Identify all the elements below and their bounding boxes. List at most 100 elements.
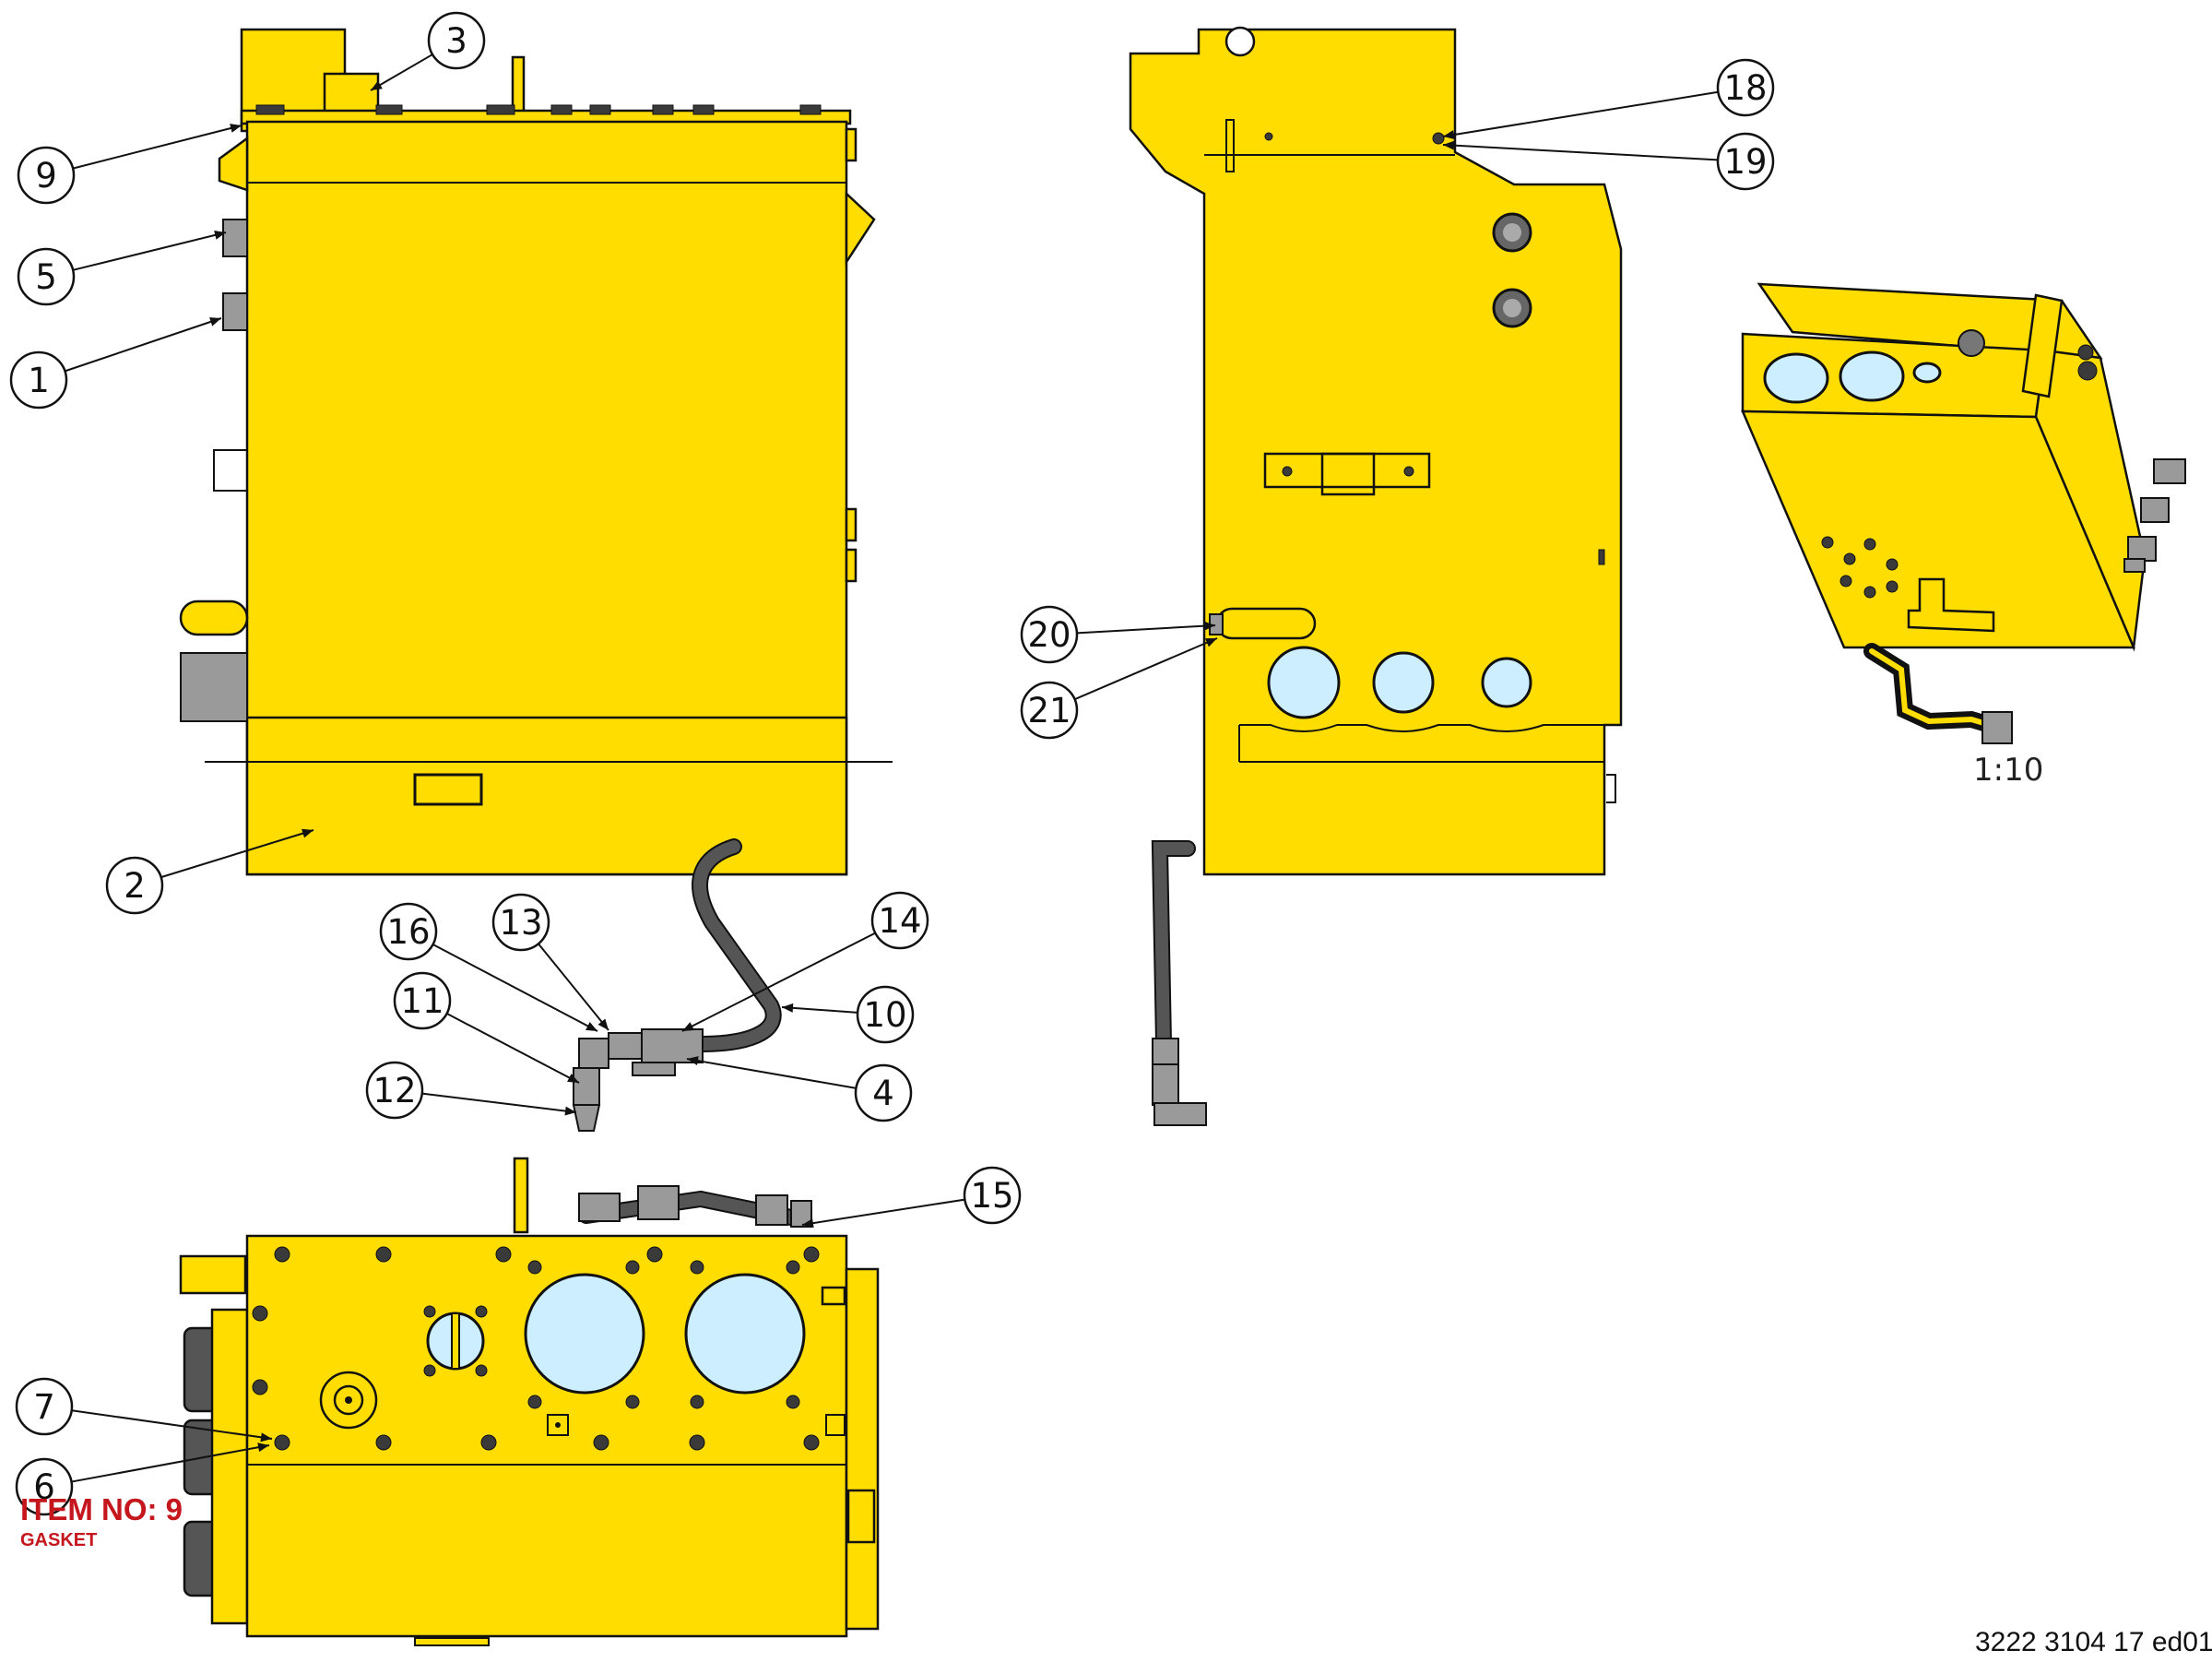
callout-1: 1 <box>9 317 222 410</box>
callout-leader <box>1442 90 1719 137</box>
callout-number: 19 <box>1723 142 1767 182</box>
callout-balloon <box>1716 132 1775 191</box>
hose-fitting-assembly <box>572 1028 704 1132</box>
callout-16: 16 <box>379 902 598 1032</box>
item-label-subtitle: GASKET <box>20 1530 97 1550</box>
callout-arrow <box>302 828 313 838</box>
callout-balloon <box>854 1063 913 1122</box>
callout-leader <box>781 1006 858 1014</box>
plate-bolts <box>252 1246 820 1451</box>
callout-leader <box>1076 624 1216 635</box>
callout-balloon <box>365 1061 424 1120</box>
callout-balloon <box>15 1457 74 1516</box>
callout-leader <box>71 1444 270 1483</box>
callout-number: 10 <box>863 995 906 1035</box>
callout-number: 11 <box>400 981 444 1021</box>
callout-number: 13 <box>499 903 542 943</box>
front-view <box>179 28 893 1132</box>
callout-balloon <box>427 11 486 70</box>
callout-balloon <box>17 247 76 306</box>
callout-number: 7 <box>33 1387 55 1427</box>
callout-number: 6 <box>33 1467 55 1507</box>
callout-4: 4 <box>686 1056 913 1122</box>
callout-leader <box>71 1409 273 1440</box>
callout-arrow <box>209 317 221 326</box>
callout-leader <box>446 1013 580 1084</box>
callout-leader <box>65 317 222 373</box>
callout-arrow <box>1203 621 1215 631</box>
callout-balloon <box>393 971 452 1030</box>
callout-14: 14 <box>681 891 929 1032</box>
callout-arrow <box>682 1022 694 1031</box>
callout-arrow <box>1443 140 1455 150</box>
callout-balloon <box>491 893 550 952</box>
callout-number: 18 <box>1723 68 1767 108</box>
callout-5: 5 <box>17 231 227 306</box>
callout-number: 15 <box>970 1176 1013 1216</box>
iso-bolts <box>1821 536 1899 599</box>
top-bolts <box>255 104 822 115</box>
callout-number: 21 <box>1027 691 1071 730</box>
callout-arrow <box>597 1018 609 1030</box>
callout-number: 14 <box>878 901 921 941</box>
callout-12: 12 <box>365 1061 577 1120</box>
callout-number: 12 <box>373 1071 416 1110</box>
callout-leader <box>801 1198 965 1226</box>
callout-number: 16 <box>386 912 430 952</box>
callout-2: 2 <box>105 828 314 915</box>
callout-leader <box>72 125 242 170</box>
callout-leader <box>160 829 314 879</box>
callout-balloon <box>17 146 76 205</box>
callout-15: 15 <box>801 1166 1022 1229</box>
callout-leader <box>686 1058 857 1089</box>
callout-leader <box>681 932 876 1032</box>
callout-leader <box>72 232 227 271</box>
side-view <box>1129 26 1623 1126</box>
callout-7: 7 <box>15 1377 273 1442</box>
callout-leader <box>370 53 433 91</box>
callout-arrow <box>230 124 242 133</box>
callout-leader <box>1074 637 1218 701</box>
callout-number: 20 <box>1027 615 1071 655</box>
callout-20: 20 <box>1020 605 1216 664</box>
bottom-view <box>179 1157 880 1646</box>
document-number: 3222 3104 17 ed010 <box>1975 1627 2212 1657</box>
scale-label: 1:10 <box>1973 752 2043 789</box>
callout-19: 19 <box>1442 132 1775 191</box>
callout-balloon <box>963 1166 1022 1225</box>
callout-balloon <box>9 350 68 410</box>
callout-balloon <box>15 1377 74 1436</box>
callout-leader <box>432 944 598 1032</box>
callout-arrow <box>371 80 383 90</box>
callout-number: 4 <box>872 1074 894 1113</box>
callout-arrow <box>586 1021 597 1031</box>
item-label-title: ITEM NO: 9 <box>20 1492 183 1526</box>
callout-balloon <box>870 891 929 950</box>
callout-balloon <box>379 902 438 961</box>
callout-balloon <box>1020 605 1079 664</box>
callout-6: 6 <box>15 1442 270 1516</box>
callout-number: 2 <box>124 866 146 906</box>
callout-leader <box>1442 144 1719 161</box>
callout-13: 13 <box>491 893 609 1031</box>
callout-11: 11 <box>393 971 580 1084</box>
isometric-view <box>1741 282 2186 744</box>
callout-18: 18 <box>1442 58 1775 140</box>
callout-balloon <box>105 856 164 915</box>
callout-arrow <box>782 1003 794 1013</box>
callout-arrow <box>564 1106 576 1116</box>
callout-balloon <box>1020 681 1079 740</box>
callout-arrow <box>257 1442 269 1453</box>
callout-9: 9 <box>17 124 242 205</box>
callout-3: 3 <box>370 11 486 91</box>
callout-balloon <box>1716 58 1775 117</box>
callout-number: 3 <box>445 21 467 61</box>
callout-arrow <box>687 1056 699 1065</box>
callout-21: 21 <box>1020 637 1218 740</box>
callout-leader <box>538 943 609 1031</box>
callout-number: 9 <box>35 156 57 196</box>
callout-arrow <box>802 1218 814 1229</box>
iso-ports <box>2123 458 2186 573</box>
